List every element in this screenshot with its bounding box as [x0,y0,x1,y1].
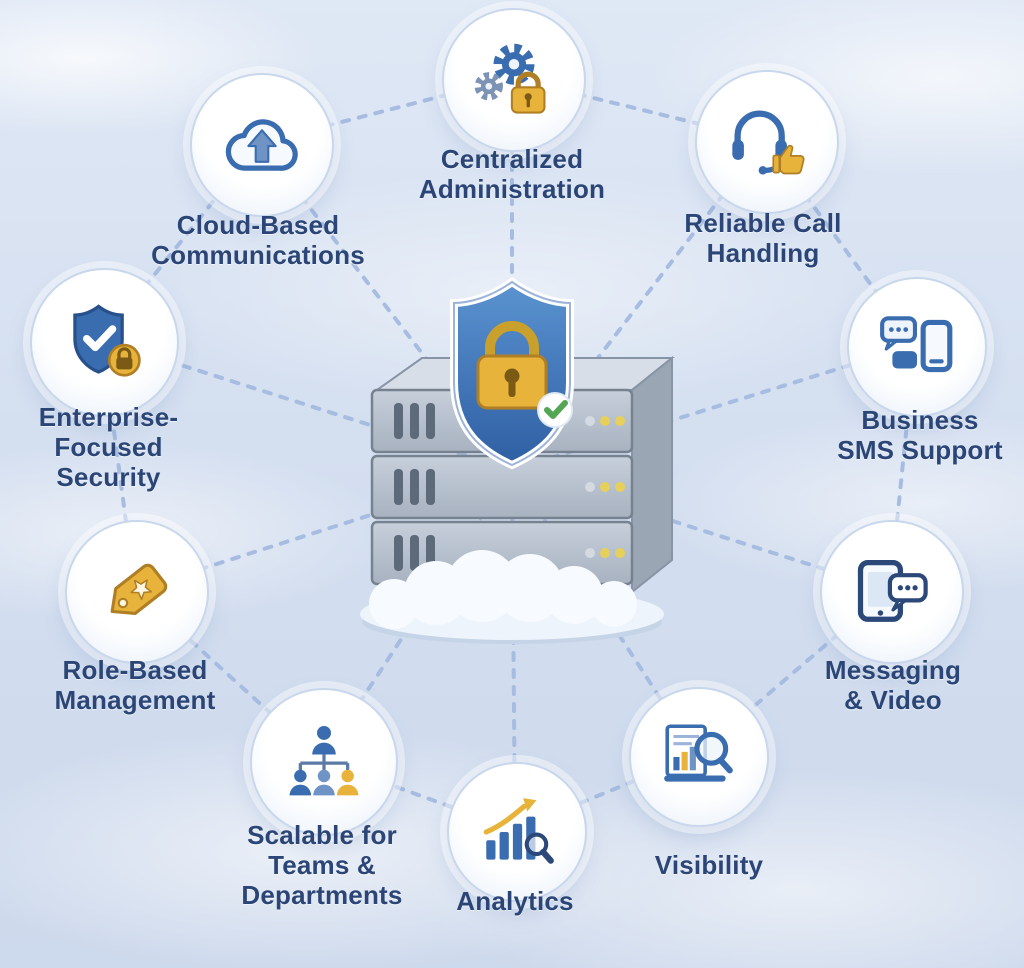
shield-check-lock-icon [72,303,141,377]
chat-bubbles-phone-icon [880,316,953,373]
feature-bubble-business-sms-support [847,277,987,417]
gears-lock-icon [474,43,546,114]
feature-bubble-reliable-call-handling [695,70,839,214]
feature-bubble-analytics [447,762,587,902]
feature-label-business-sms-support: Business SMS Support [837,405,1003,466]
feature-label-analytics: Analytics [456,886,574,916]
feature-label-reliable-call-handling: Reliable Call Handling [684,208,842,269]
feature-label-enterprise-focused-security: Enterprise- Focused Security [38,402,179,493]
feature-bubble-enterprise-focused-security [30,268,179,417]
feature-bubble-cloud-based-communications [190,73,334,217]
feature-label-cloud-based-communications: Cloud-Based Communications [151,210,365,271]
secure-cloud-server-illustration [360,277,675,644]
report-magnifier-icon [664,724,733,782]
feature-bubble-role-based-management [65,520,209,664]
cloud-upload-icon [225,119,298,171]
cloud-base [360,550,664,644]
headset-thumbs-up-icon [732,110,805,175]
feature-label-role-based-management: Role-Based Management [54,655,216,716]
org-chart-people-icon [289,725,359,796]
feature-bubble-messaging-video [820,520,964,664]
feature-label-messaging-video: Messaging & Video [824,655,962,716]
feature-label-scalable-teams-departments: Scalable for Teams & Departments [241,820,403,911]
feature-bubble-centralized-administration [442,8,586,152]
shield-lock-icon [450,277,574,470]
feature-bubble-scalable-teams-departments [250,688,398,836]
feature-label-visibility: Visibility [654,850,764,880]
feature-bubble-visibility [629,687,769,827]
tag-star-icon [110,563,168,616]
tablet-chat-icon [857,559,928,622]
feature-label-centralized-administration: Centralized Administration [418,144,606,205]
bar-chart-magnifier-icon [483,798,554,864]
